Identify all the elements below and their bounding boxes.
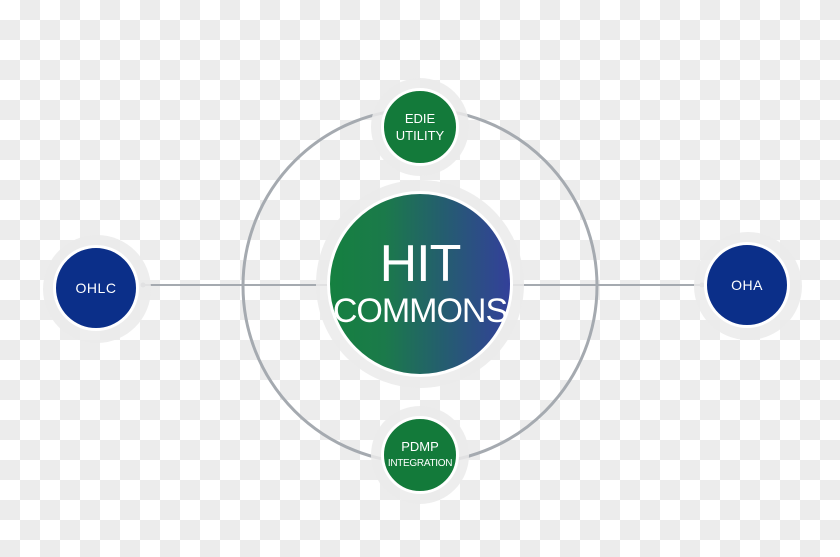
oha-node: OHA: [704, 242, 790, 328]
edie-utility-node: EDIE UTILITY: [381, 88, 459, 166]
ohlc-node: OHLC: [53, 245, 139, 331]
top-label-line1: EDIE: [404, 110, 436, 126]
top-label-line2: UTILITY: [395, 127, 445, 143]
center-label-line1: HIT: [379, 235, 462, 293]
bottom-label-line2: INTEGRATION: [387, 457, 453, 469]
bottom-label-line1: PDMP: [401, 438, 439, 454]
pdmp-integration-node: PDMP INTEGRATION: [381, 416, 459, 494]
right-label: OHA: [731, 277, 763, 293]
hit-commons-node: HIT COMMONS: [327, 191, 513, 377]
left-label: OHLC: [75, 280, 117, 296]
center-label-line2: COMMONS: [332, 292, 508, 330]
